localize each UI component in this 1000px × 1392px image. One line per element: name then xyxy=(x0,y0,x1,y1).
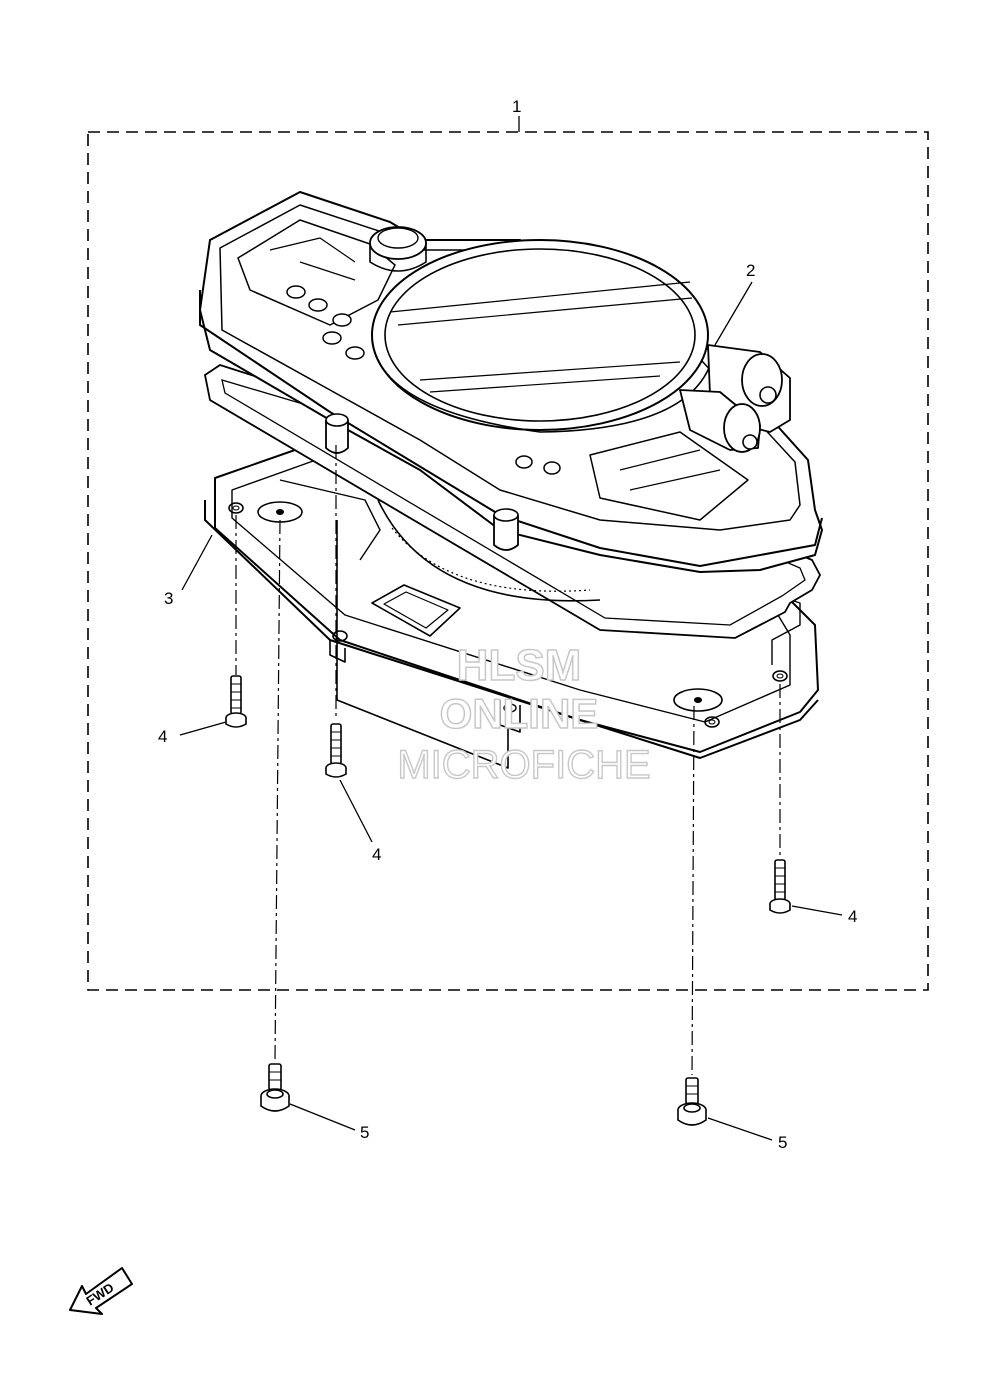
callout-4-left: 4 xyxy=(158,727,167,746)
fwd-arrow: FWD xyxy=(69,1267,133,1315)
watermark-line3: MICROFICHE xyxy=(397,743,650,787)
callout-4-middle: 4 xyxy=(372,845,381,864)
screw-4-middle xyxy=(325,723,347,778)
fwd-arrow-icon xyxy=(69,1267,133,1315)
watermark-line1: HLSM xyxy=(457,641,582,690)
watermark-line2: ONLINE xyxy=(440,690,599,737)
callout-5-left: 5 xyxy=(360,1123,369,1142)
assembly-boundary xyxy=(87,131,929,991)
leader-lines xyxy=(179,116,843,1141)
centerlines xyxy=(235,445,781,1076)
callout-2: 2 xyxy=(746,261,755,280)
meter-assembly xyxy=(199,191,823,573)
callout-4-right: 4 xyxy=(848,907,857,926)
callout-1: 1 xyxy=(512,97,521,116)
screw-4-left xyxy=(225,675,247,728)
callout-5-right: 5 xyxy=(778,1133,787,1152)
bolt-5-right xyxy=(677,1077,707,1126)
bolt-5-left xyxy=(260,1063,290,1112)
screw-4-right xyxy=(769,859,791,914)
callout-3: 3 xyxy=(164,589,173,608)
